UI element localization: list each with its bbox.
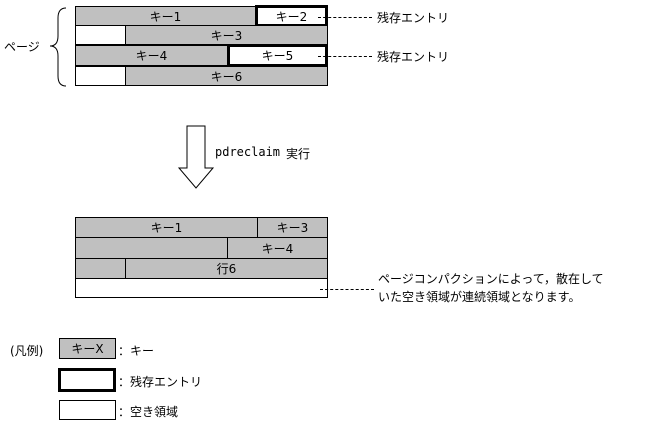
legend-key-swatch: キーX <box>59 338 116 359</box>
legend-prefix: (凡例) <box>10 344 44 358</box>
top-entry-key3: キー3 <box>125 25 328 45</box>
live-entry-note-2: 残存エントリ <box>377 50 450 64</box>
bottom-entry-key4: キー4 <box>227 237 328 259</box>
bottom-entry-key3: キー3 <box>257 217 328 238</box>
compaction-note-line2: いた空き領域が連続領域となります。 <box>378 290 581 304</box>
leader-line-3 <box>320 289 374 290</box>
bottom-contiguous-free-space <box>75 278 328 298</box>
legend-live-swatch <box>58 368 116 392</box>
top-entry-key6: キー6 <box>125 66 328 86</box>
legend-free-desc: ：空き領域 <box>118 405 179 419</box>
reclaim-command: pdreclaim <box>215 145 281 159</box>
legend-live-desc: ：残存エントリ <box>118 375 203 389</box>
legend-free-swatch <box>59 400 116 420</box>
bottom-entry-key1: キー1 <box>75 217 258 238</box>
leader-line-2 <box>318 56 372 57</box>
bottom-entry-key4-continued <box>75 237 228 259</box>
leader-line-1 <box>318 17 372 18</box>
reclaim-command-suffix: 実行 <box>286 147 311 161</box>
page-label: ページ <box>4 40 40 54</box>
live-entry-note-1: 残存エントリ <box>377 11 450 25</box>
legend-key-desc: ：キー <box>118 344 155 358</box>
top-entry-key5-live: キー5 <box>227 44 328 67</box>
bottom-entry-row6: 行6 <box>125 258 328 279</box>
compaction-note-line1: ページコンパクションによって，散在して <box>378 272 604 286</box>
bottom-entry-row6-continued <box>75 258 126 279</box>
